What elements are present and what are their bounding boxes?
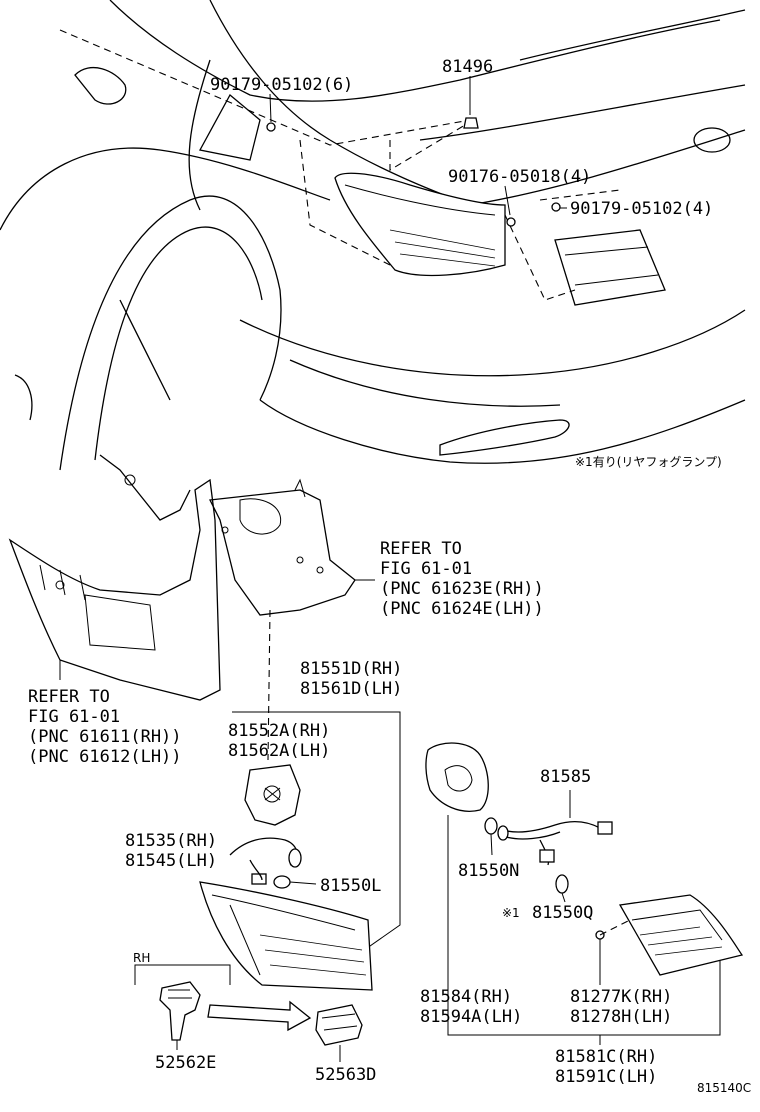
refer-upper-note: REFER TO FIG 61-01 (PNC 61623E(RH)) (PNC… (380, 539, 544, 619)
gasket-icon (425, 742, 489, 812)
label-81277k-rh: 81277K(RH) (570, 987, 672, 1007)
label-81581c-rh: 81581C(RH) (555, 1047, 657, 1067)
refer-upper-line-1: REFER TO (380, 539, 462, 559)
tail-lamp-icon (199, 881, 373, 991)
refer-lower-line-2: FIG 61-01 (28, 707, 120, 727)
label-81278h-lh: 81278H(LH) (570, 1007, 672, 1027)
label-90179-05102-4: 90179-05102(4) (570, 199, 713, 219)
inner-panel-lower (8, 454, 221, 701)
label-90176-05018-4: 90176-05018(4) (448, 167, 591, 187)
bulb-icon (273, 875, 317, 889)
label-81591c-lh: 81591C(LH) (555, 1067, 657, 1087)
label-52562e: 52562E (155, 1053, 216, 1073)
refer-upper-line-4: (PNC 61624E(LH)) (380, 599, 544, 619)
bracket-52562e-icon (159, 981, 201, 1041)
inner-panel-upper (209, 478, 356, 616)
rh-tag: RH (133, 951, 150, 965)
label-81585: 81585 (540, 767, 591, 787)
label-81545-lh: 81545(LH) (125, 851, 217, 871)
label-81550l: 81550L (320, 876, 381, 896)
label-81550q: 81550Q (532, 903, 593, 923)
screw-icon (595, 930, 605, 985)
refer-lower-line-4: (PNC 61612(LH)) (28, 747, 182, 767)
label-52563d: 52563D (315, 1065, 376, 1085)
label-81562a-lh: 81562A(LH) (228, 741, 330, 761)
fog-mark: ※1 (502, 906, 520, 920)
fog-lamp-note: ※1有り(リヤフォグランプ) (575, 455, 722, 469)
label-81496: 81496 (442, 57, 493, 77)
bulb-icon (484, 817, 498, 856)
label-81584-rh: 81584(RH) (420, 987, 512, 1007)
label-81594a-lh: 81594A(LH) (420, 1007, 522, 1027)
label-81535-rh: 81535(RH) (125, 831, 217, 851)
vehicle-rear-body (0, 0, 746, 471)
trunk-lamp-icon (618, 894, 744, 976)
socket-wire-icon (229, 837, 302, 885)
label-81561d-lh: 81561D(LH) (300, 679, 402, 699)
refer-upper-line-3: (PNC 61623E(RH)) (380, 579, 544, 599)
refer-lower-line-1: REFER TO (28, 687, 110, 707)
refer-upper-line-2: FIG 61-01 (380, 559, 472, 579)
label-81551d-rh: 81551D(RH) (300, 659, 402, 679)
label-81552a-rh: 81552A(RH) (228, 721, 330, 741)
figure-code: 815140C (697, 1081, 751, 1095)
bracket-52563d-icon (315, 1004, 363, 1046)
wire-harness-icon (497, 790, 613, 866)
fog-bulb-icon (555, 874, 569, 903)
refer-lower-note: REFER TO FIG 61-01 (PNC 61611(RH)) (PNC … (28, 687, 182, 767)
label-90179-05102-6: 90179-05102(6) (210, 75, 353, 95)
assembly-arrow-icon (207, 1000, 312, 1032)
socket-board-icon (244, 764, 301, 826)
label-81550n: 81550N (458, 861, 519, 881)
clip-fastener-icon (266, 117, 561, 227)
refer-lower-line-3: (PNC 61611(RH)) (28, 727, 182, 747)
